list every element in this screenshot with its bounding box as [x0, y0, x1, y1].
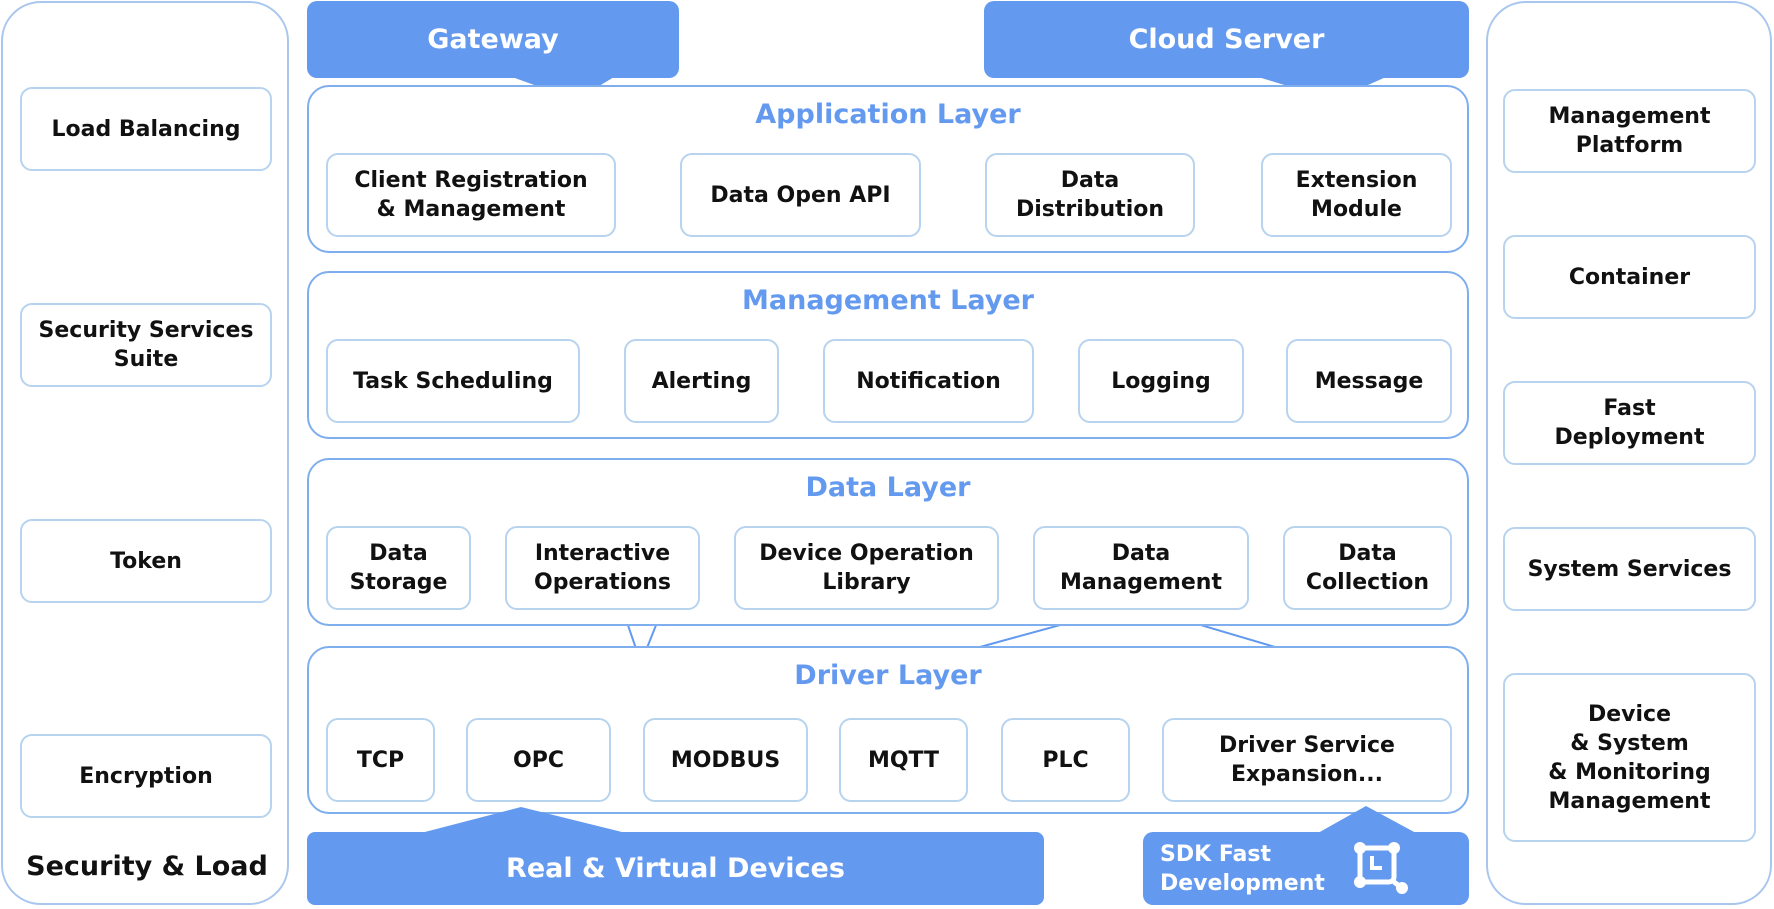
cloud-server-banner: Cloud Server: [984, 1, 1469, 78]
device-system-monitoring-box: Device & System & Monitoring Management: [1503, 673, 1756, 842]
plc-box: PLC: [1001, 718, 1130, 802]
data-open-api-box: Data Open API: [680, 153, 921, 237]
message-box: Message: [1286, 339, 1452, 423]
driver-service-expansion-box: Driver Service Expansion...: [1162, 718, 1452, 802]
load-balancing-box: Load Balancing: [20, 87, 272, 171]
token-box: Token: [20, 519, 272, 603]
management-layer-title: Management Layer: [742, 285, 1034, 316]
logging-box: Logging: [1078, 339, 1244, 423]
security-services-suite-box: Security Services Suite: [20, 303, 272, 387]
device-operation-library-box: Device Operation Library: [734, 526, 999, 610]
data-layer-title: Data Layer: [805, 472, 971, 503]
driver-layer-title: Driver Layer: [794, 660, 982, 691]
application-layer-title: Application Layer: [755, 99, 1021, 130]
interactive-operations-box: Interactive Operations: [505, 526, 700, 610]
encryption-box: Encryption: [20, 734, 272, 818]
security-load-caption: Security & Load: [26, 851, 268, 882]
real-virtual-devices-banner: Real & Virtual Devices: [307, 832, 1044, 905]
alerting-box: Alerting: [624, 339, 779, 423]
flowchart-node-icon: [1354, 842, 1408, 894]
cloud-server-label: Cloud Server: [1128, 24, 1325, 55]
management-platform-box: Management Platform: [1503, 89, 1756, 173]
client-registration-box: Client Registration & Management: [326, 153, 616, 237]
gateway-label: Gateway: [427, 24, 559, 55]
system-services-box: System Services: [1503, 527, 1756, 611]
management-layer: Management Layer Task Scheduling Alertin…: [307, 271, 1469, 439]
extension-module-box: Extension Module: [1261, 153, 1452, 237]
data-layer: Data Layer Data Storage Interactive Oper…: [307, 458, 1469, 626]
notification-box: Notification: [823, 339, 1034, 423]
platform-services-panel: Management Platform Container Fast Deplo…: [1486, 1, 1772, 905]
driver-layer: Driver Layer TCP OPC MODBUS MQTT PLC Dri…: [307, 646, 1469, 814]
container-box: Container: [1503, 235, 1756, 319]
gateway-banner: Gateway: [307, 1, 679, 78]
sdk-fast-development-banner: SDK Fast Development: [1143, 832, 1469, 905]
data-distribution-box: Data Distribution: [985, 153, 1195, 237]
task-scheduling-box: Task Scheduling: [326, 339, 580, 423]
opc-box: OPC: [466, 718, 611, 802]
application-layer: Application Layer Client Registration & …: [307, 85, 1469, 253]
data-collection-box: Data Collection: [1283, 526, 1452, 610]
fast-deployment-box: Fast Deployment: [1503, 381, 1756, 465]
mqtt-box: MQTT: [839, 718, 968, 802]
sdk-fast-development-label: SDK Fast Development: [1160, 841, 1325, 896]
modbus-box: MODBUS: [643, 718, 808, 802]
data-management-box: Data Management: [1033, 526, 1249, 610]
real-virtual-devices-label: Real & Virtual Devices: [506, 853, 845, 884]
tcp-box: TCP: [326, 718, 435, 802]
security-load-panel: Load Balancing Security Services Suite T…: [1, 1, 289, 905]
data-storage-box: Data Storage: [326, 526, 471, 610]
